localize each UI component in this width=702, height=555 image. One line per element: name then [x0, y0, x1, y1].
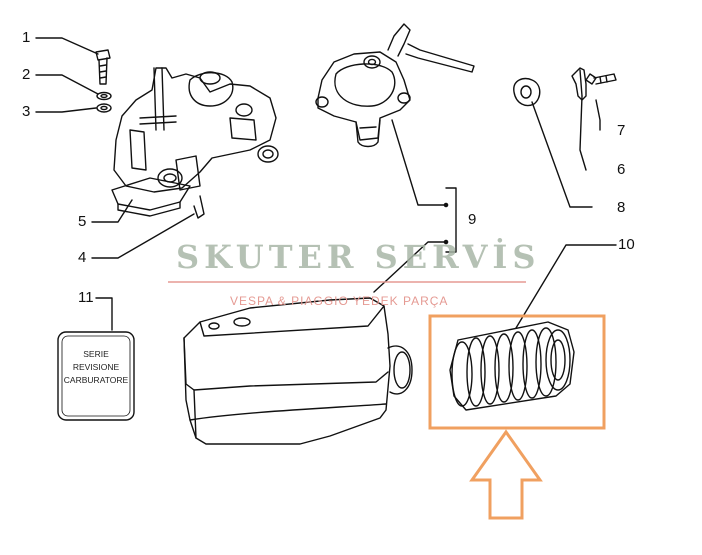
watermark-subtitle: VESPA & PIAGGIO YEDEK PARÇA [230, 294, 449, 308]
callout-11: 11 [78, 289, 94, 306]
carburetor-part-5 [111, 67, 279, 219]
label-card-line-3: CARBURATORE [63, 375, 129, 385]
callout-9: 9 [468, 211, 477, 228]
cover-assembly-part-9 [315, 23, 475, 148]
highlight-arrow-icon [469, 429, 543, 520]
clip-part-6 [571, 67, 587, 101]
highlight-box [428, 314, 606, 430]
watermark-title: SKUTER SERVİS [176, 238, 541, 276]
callout-1: 1 [22, 29, 31, 46]
screw-part-7 [585, 73, 617, 85]
callout-10: 10 [618, 236, 635, 253]
washer-part-3 [96, 103, 112, 113]
label-card-line-1: SERIE [83, 349, 109, 359]
bellows-part-10 [449, 321, 575, 411]
callout-2: 2 [22, 66, 31, 83]
leader-lines [35, 37, 617, 331]
washer-part-2 [96, 91, 112, 101]
air-filter-box-part-9 [183, 297, 413, 445]
label-card-part-11 [57, 331, 135, 421]
label-card-line-2: REVISIONE [72, 362, 120, 372]
bracket-9 [443, 187, 457, 253]
grommet-part-8 [513, 77, 541, 107]
callout-6: 6 [617, 161, 626, 178]
callout-4: 4 [78, 249, 87, 266]
callout-8: 8 [617, 199, 626, 216]
callout-5: 5 [78, 213, 87, 230]
callout-7: 7 [617, 122, 626, 139]
bolt-part-1 [95, 49, 111, 85]
callout-3: 3 [22, 103, 31, 120]
